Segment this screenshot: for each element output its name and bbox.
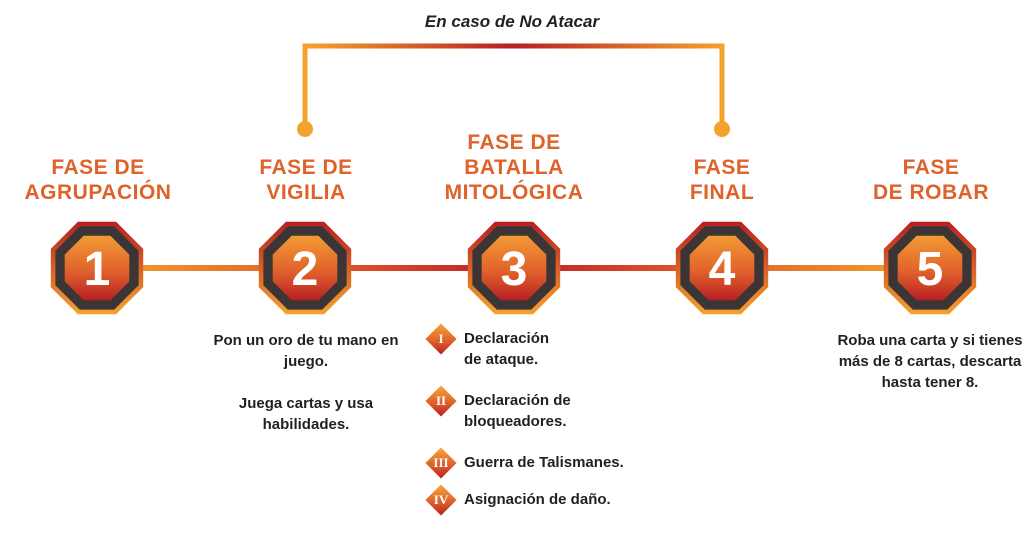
- octagon-face: [689, 235, 755, 301]
- step-numeral: IV: [433, 492, 449, 507]
- octagon-face: [481, 235, 547, 301]
- phase-badge-4: 4: [675, 221, 769, 315]
- phase-badge-2: 2: [258, 221, 352, 315]
- title-line: FASE: [902, 156, 960, 179]
- phase-number: 2: [292, 243, 319, 296]
- title-line: FASE: [693, 156, 751, 179]
- octagon-face: [897, 235, 963, 301]
- title-line: FINAL: [689, 181, 755, 204]
- step-text: Guerra de Talismanes.: [464, 454, 624, 471]
- phase-badge-3: 3: [467, 221, 561, 315]
- bypass-end-dot: [714, 121, 730, 137]
- title-line: FASE DE: [259, 156, 353, 179]
- phase-number: 3: [501, 243, 528, 296]
- bypass-label: En caso de No Atacar: [424, 12, 600, 31]
- title-line: MITOLÓGICA: [444, 181, 584, 204]
- title-line: DE ROBAR: [872, 181, 989, 204]
- phase-badge-1: 1: [50, 221, 144, 315]
- title-line: FASE DE: [51, 156, 145, 179]
- phase-title-batalla: FASE DE BATALLA MITOLÓGICA: [419, 130, 609, 205]
- bypass-start-dot: [297, 121, 313, 137]
- step-text: de ataque.: [464, 351, 539, 368]
- step-text: bloqueadores.: [464, 413, 567, 430]
- robar-description: Roba una carta y si tienes más de 8 cart…: [830, 330, 1024, 393]
- step-numeral: I: [438, 331, 444, 346]
- title-line: AGRUPACIÓN: [24, 181, 172, 204]
- title-line: VIGILIA: [266, 181, 346, 204]
- phase-title-vigilia: FASE DE VIGILIA: [211, 155, 401, 205]
- vigilia-note: Juega cartas y usa habilidades.: [238, 395, 374, 433]
- phase-number: 1: [84, 243, 111, 296]
- phase-number: 5: [917, 243, 944, 296]
- step-numeral: III: [433, 455, 449, 470]
- phase-number: 4: [709, 243, 736, 296]
- phase-title-robar: FASE DE ROBAR: [836, 155, 1024, 205]
- phase-badge-5: 5: [883, 221, 977, 315]
- bypass-connector: [302, 43, 725, 129]
- octagon-face: [272, 235, 338, 301]
- step-text: Asignación de daño.: [464, 491, 611, 508]
- phase-title-agrupacion: FASE DE AGRUPACIÓN: [3, 155, 193, 205]
- step-text: Declaración de: [464, 392, 571, 409]
- vigilia-note: Pon un oro de tu mano en juego.: [213, 332, 399, 370]
- step-numeral: II: [435, 393, 447, 408]
- title-line: FASE DE: [467, 131, 561, 154]
- robar-note: Roba una carta y si tienes más de 8 cart…: [837, 332, 1023, 391]
- vigilia-description: Pon un oro de tu mano en juego. Juega ca…: [204, 330, 408, 435]
- title-line: BATALLA: [464, 156, 564, 179]
- octagon-face: [64, 235, 130, 301]
- step-text: Declaración: [464, 330, 550, 347]
- phase-title-final: FASE FINAL: [627, 155, 817, 205]
